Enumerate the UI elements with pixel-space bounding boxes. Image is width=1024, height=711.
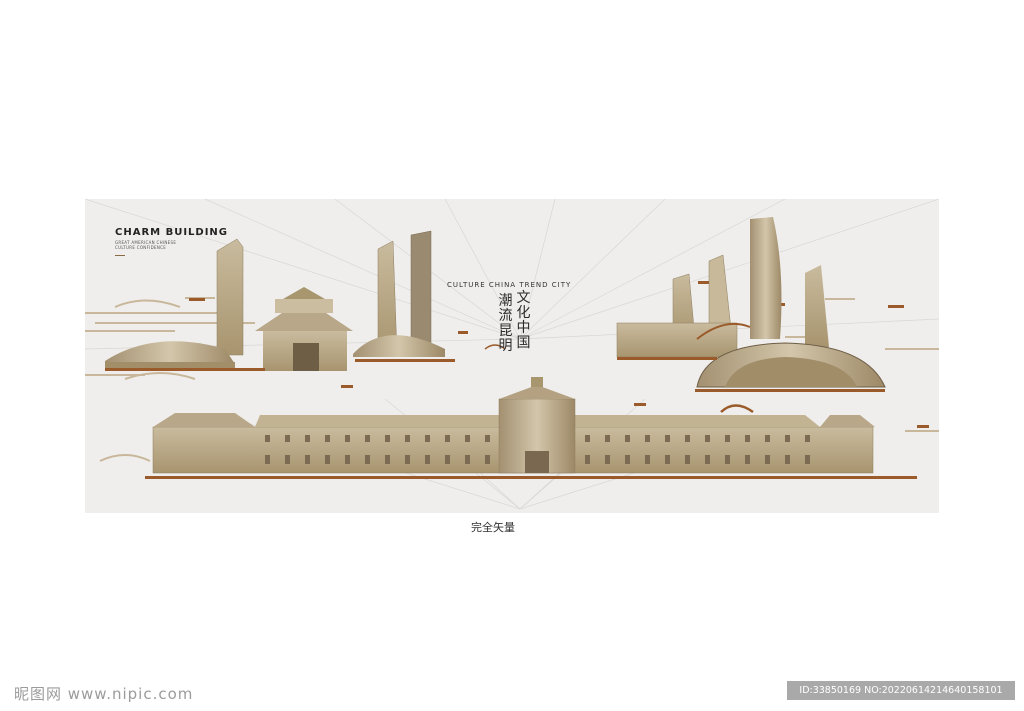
theatre-building [696,323,886,388]
caption: 完全矢量 [471,521,515,534]
vertical-char: 流 [498,308,513,324]
culture-tagline: CULTURE CHINA TREND CITY [447,281,572,289]
vertical-char: 昆 [498,323,513,339]
image-id-badge: ID:33850169 NO:20220614214640158101 [787,681,1015,700]
right-ground-a [617,357,717,360]
brand-subtitle: GREAT AMERICAN CHINESE CULTURE CONFIDENC… [115,240,205,250]
windows-row [265,435,810,464]
right-towers [616,217,829,358]
skyline-illustration [85,199,939,510]
vertical-char: 明 [498,338,513,354]
brand-subtitle-line-2: CULTURE CONFIDENCE [115,245,167,250]
skyline-banner: CHARM BUILDING GREAT AMERICAN CHINESE CU… [85,199,939,513]
left-ground [105,368,265,371]
pagoda [255,287,353,371]
vertical-char: 中 [516,320,531,336]
watermark-logo: 昵图网 www.nipic.com [14,685,194,703]
vertical-char: 潮 [498,293,513,309]
dome-building [105,341,235,368]
vertical-char: 国 [516,335,531,351]
vertical-text-right: 文 化 中 国 [516,291,531,351]
brand-title: CHARM BUILDING [115,227,229,238]
left-towers [216,230,445,357]
vertical-text-left: 潮 流 昆 明 [498,294,513,354]
vertical-char: 化 [516,305,531,321]
vertical-char: 文 [516,290,531,306]
left-stripes [85,297,255,462]
bottom-ground [145,476,917,479]
colonial-building [152,377,875,474]
arc-mark [484,344,506,350]
brand-subtitle-line-1: GREAT AMERICAN CHINESE [115,240,177,245]
brand-dash [115,255,125,256]
right-ground-b [695,389,885,392]
mid-ground [355,359,455,362]
